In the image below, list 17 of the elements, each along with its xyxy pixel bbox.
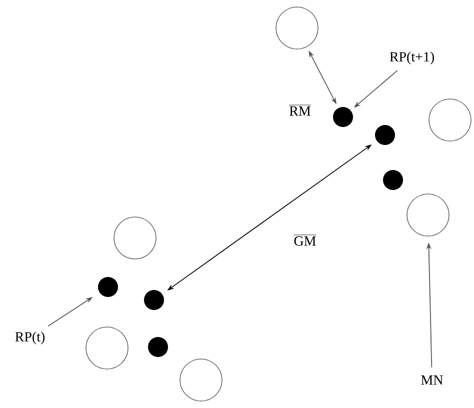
filled-dot: [383, 170, 403, 190]
point-label: RP(t+1): [390, 52, 434, 64]
open-circle: [276, 6, 318, 50]
filled-dot: [98, 277, 118, 297]
filled-dot: [148, 337, 168, 357]
filled-dot: [144, 290, 164, 310]
filled-dot: [375, 125, 395, 145]
open-circle: [428, 98, 472, 142]
edge-label: $\overline{\mathrm{RM}}$: [288, 103, 312, 117]
open-circle: [406, 194, 450, 236]
open-circle: [180, 358, 222, 402]
filled-dot: [333, 107, 353, 127]
point-label: RP(t): [15, 332, 45, 344]
open-circle: [114, 216, 156, 260]
edge-label: $\overline{\mathrm{GM}}$: [292, 233, 318, 247]
point-label: MN: [421, 375, 443, 385]
open-circle: [86, 326, 128, 370]
